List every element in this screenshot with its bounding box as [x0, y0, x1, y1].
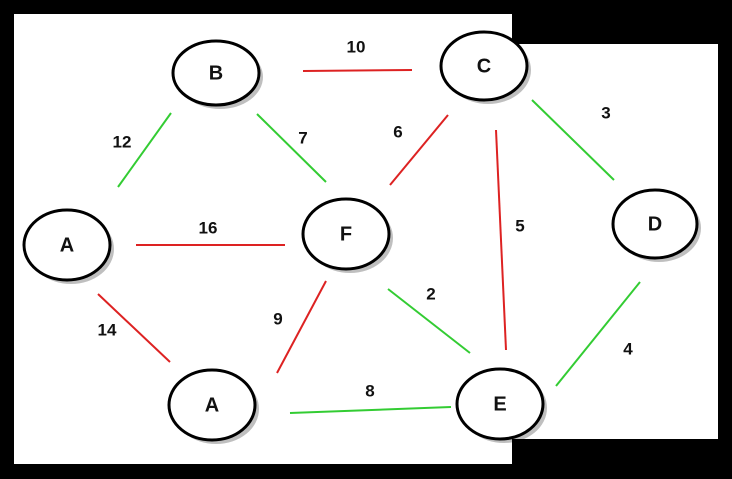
edge-weight-a1-b: 12 — [113, 132, 132, 151]
node-circle — [439, 30, 529, 102]
node-f: F — [301, 197, 393, 273]
node-label: C — [477, 55, 491, 77]
edge-a1-b — [117, 112, 172, 188]
edge-weight-f-a2: 9 — [273, 309, 282, 328]
edge-e-d — [555, 281, 641, 387]
edge-f-c — [389, 114, 449, 186]
edge-weight-a2-e: 8 — [365, 381, 374, 400]
edge-weight-b-c: 10 — [347, 37, 366, 56]
edges-layer — [97, 69, 641, 414]
edge-c-d — [531, 99, 615, 181]
edge-weight-f-c: 6 — [393, 122, 402, 141]
node-circle — [301, 197, 391, 271]
node-label: D — [648, 213, 662, 235]
node-c: C — [439, 30, 531, 104]
edge-a2-e — [289, 406, 452, 414]
edge-b-c — [302, 69, 413, 72]
edge-weight-b-f: 7 — [298, 128, 307, 147]
node-d: D — [611, 188, 701, 262]
node-circle — [167, 368, 257, 442]
edge-labels-layer: 10 12 7 6 3 16 5 2 14 9 4 8 — [98, 37, 634, 400]
node-label: A — [205, 394, 219, 416]
node-circle — [22, 208, 112, 282]
node-circle — [611, 188, 699, 260]
node-circle — [171, 39, 261, 107]
edge-a1-a2 — [97, 293, 171, 363]
edge-weight-a1-a2: 14 — [98, 320, 117, 339]
node-a2: A — [167, 368, 259, 444]
edge-weight-c-d: 3 — [601, 103, 610, 122]
node-label: E — [493, 393, 506, 415]
node-label: F — [340, 223, 352, 245]
edge-weight-e-d: 4 — [623, 339, 633, 358]
edge-f-a2 — [276, 280, 327, 374]
nodes-layer: B C A F D A E — [22, 30, 701, 444]
edge-weight-f-e: 2 — [426, 284, 435, 303]
node-label: B — [209, 62, 223, 84]
node-e: E — [455, 367, 547, 443]
node-circle — [455, 367, 545, 441]
edge-weight-a1-f: 16 — [199, 218, 218, 237]
node-a1: A — [22, 208, 114, 284]
edge-b-f — [256, 113, 327, 183]
edge-c-e — [495, 129, 507, 351]
edge-f-e — [387, 288, 471, 354]
edge-weight-c-e: 5 — [515, 216, 524, 235]
node-label: A — [60, 234, 74, 256]
node-b: B — [171, 39, 263, 109]
